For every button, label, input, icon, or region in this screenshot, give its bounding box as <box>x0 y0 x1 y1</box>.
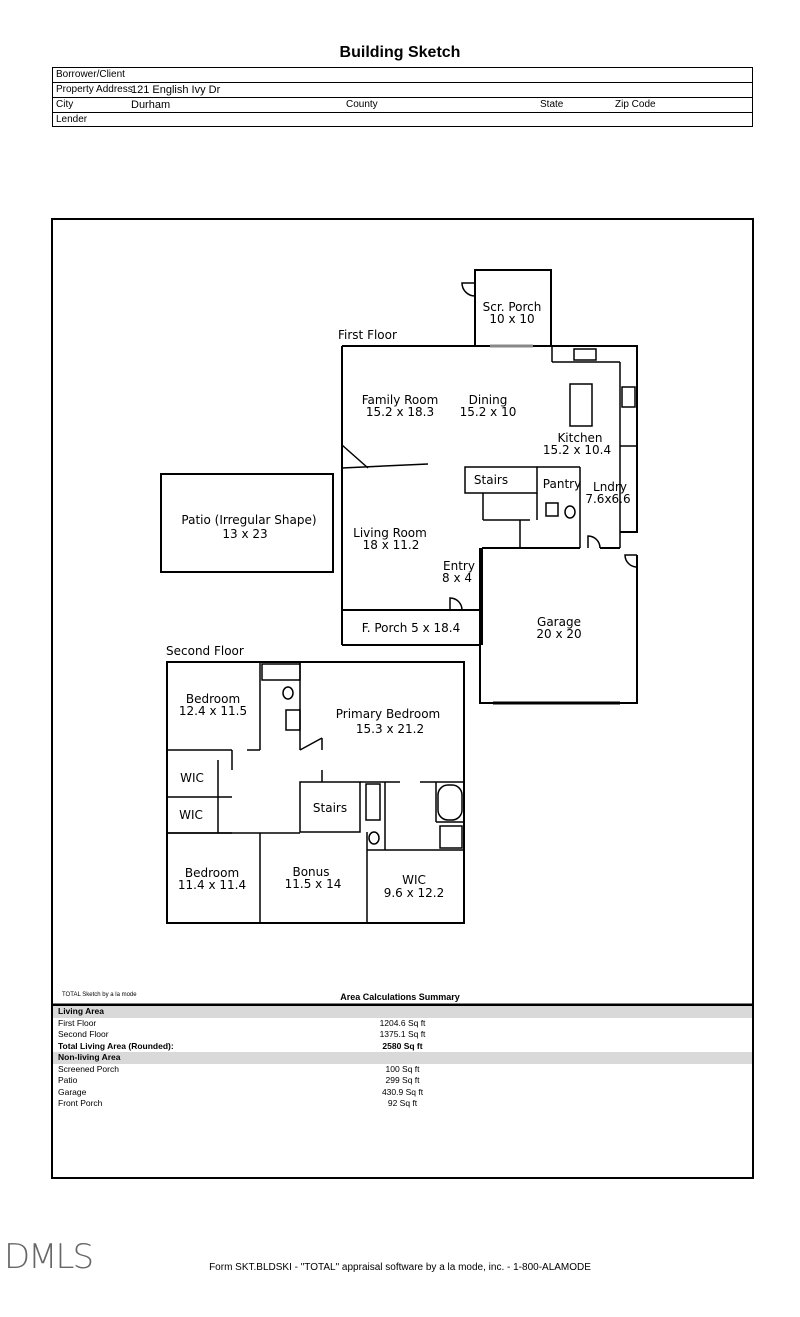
second-floor-label: Second Floor <box>166 644 244 658</box>
primary-bedroom-dim: 15.3 x 21.2 <box>356 722 424 736</box>
garage-label: Garage <box>537 615 581 629</box>
page-title: Building Sketch <box>339 44 461 61</box>
kitchen-label: Kitchen <box>557 431 602 445</box>
patio-outline <box>160 473 334 573</box>
family-room-label: Family Room <box>362 393 439 407</box>
pantry-label: Pantry <box>543 477 581 491</box>
bonus-dim: 11.5 x 14 <box>285 877 342 891</box>
second-floor-outline <box>166 661 465 924</box>
entry-dim: 8 x 4 <box>442 571 472 585</box>
lender-row: Lender <box>53 113 752 128</box>
summary-total-row: Total Living Area (Rounded):2580 Sq ft <box>58 1040 423 1051</box>
borrower-row: Borrower/Client <box>53 68 752 83</box>
lndry-label: Lndry <box>593 480 627 494</box>
scr-porch-label: Scr. Porch <box>483 300 542 314</box>
bedroom1-dim: 12.4 x 11.5 <box>179 704 247 718</box>
city-label: City <box>56 99 74 110</box>
primary-bedroom-label: Primary Bedroom <box>336 707 440 721</box>
county-label: County <box>346 99 378 110</box>
sketch-frame <box>51 218 754 1179</box>
bonus-label: Bonus <box>292 865 329 879</box>
stairs2-label: Stairs <box>313 801 347 815</box>
bedroom2-dim: 11.4 x 11.4 <box>178 878 246 892</box>
wic2-label: WIC <box>179 808 203 822</box>
lender-label: Lender <box>56 114 88 125</box>
patio-label: Patio (Irregular Shape) <box>181 513 316 527</box>
dining-dim: 15.2 x 10 <box>460 405 517 419</box>
kitchen-dim: 15.2 x 10.4 <box>543 443 611 457</box>
sketch-credit: TOTAL Sketch by a la mode <box>62 992 137 998</box>
city-value: Durham <box>131 99 171 111</box>
garage-dim: 20 x 20 <box>536 627 581 641</box>
city-row: City Durham County State Zip Code <box>53 98 752 113</box>
summary-title: Area Calculations Summary <box>340 992 460 1002</box>
living-room-dim: 18 x 11.2 <box>363 538 420 552</box>
nonliving-area-head: Non-living Area <box>53 1052 752 1064</box>
patio-dim: 13 x 23 <box>222 527 267 541</box>
form-footer: Form SKT.BLDSKI - "TOTAL" appraisal soft… <box>209 1262 591 1273</box>
wic3-label: WIC <box>402 873 426 887</box>
address-row: Property Address 121 English Ivy Dr <box>53 83 752 98</box>
header-table: Borrower/Client Property Address 121 Eng… <box>52 67 753 127</box>
scr-porch-dim: 10 x 10 <box>489 312 534 326</box>
zip-label: Zip Code <box>615 99 656 110</box>
living-room-label: Living Room <box>353 526 427 540</box>
bedroom2-label: Bedroom <box>185 866 239 880</box>
first-floor-outline <box>342 345 638 533</box>
stairs-label: Stairs <box>474 473 508 487</box>
wic1-label: WIC <box>180 771 204 785</box>
front-porch-label: F. Porch 5 x 18.4 <box>362 621 461 635</box>
wic3-dim: 9.6 x 12.2 <box>384 886 445 900</box>
dmls-logo: DMLS <box>4 1237 94 1277</box>
address-value: 121 English Ivy Dr <box>131 84 221 96</box>
bedroom1-label: Bedroom <box>186 692 240 706</box>
state-label: State <box>540 99 564 110</box>
dining-label: Dining <box>469 393 508 407</box>
borrower-label: Borrower/Client <box>56 69 125 80</box>
entry-label: Entry <box>443 559 475 573</box>
living-area-head: Living Area <box>53 1006 752 1018</box>
first-floor-label: First Floor <box>338 328 397 342</box>
address-label: Property Address <box>56 84 133 95</box>
family-room-dim: 15.2 x 18.3 <box>366 405 434 419</box>
lndry-dim: 7.6x6.6 <box>585 492 630 506</box>
